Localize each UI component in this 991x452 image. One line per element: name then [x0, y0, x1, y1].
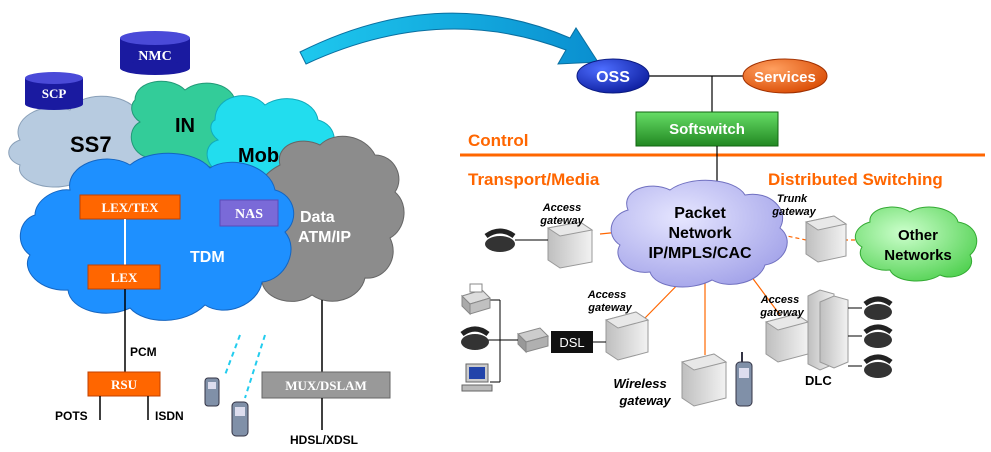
pots-label: POTS — [55, 409, 88, 423]
other-label-line2: Networks — [884, 247, 952, 264]
pcm-label: PCM — [130, 345, 157, 359]
wireless-gateway-line1: Wireless — [613, 376, 666, 391]
wireless-gateway-box — [680, 353, 728, 407]
distributed-label: Distributed Switching — [768, 170, 943, 189]
dsl-modem-icon — [517, 327, 549, 354]
mux-dslam-label: MUX/DSLAM — [285, 378, 367, 393]
access-gateway-1-line2: gateway — [539, 215, 584, 227]
services-label: Services — [754, 69, 816, 86]
rsu-box — [87, 371, 161, 397]
access-gateway-box — [604, 311, 650, 361]
computer-icon — [461, 363, 493, 392]
access-gateway-3-line1: Access — [760, 294, 800, 306]
other-label-line1: Other — [898, 227, 938, 244]
desk-phone-icon — [460, 326, 490, 350]
mux-dslam-box — [261, 371, 391, 399]
packet-label-line1: Packet — [674, 205, 726, 222]
softswitch-label: Softswitch — [669, 121, 745, 138]
transport-label: Transport/Media — [468, 170, 600, 189]
packet-label-line2: Network — [668, 225, 731, 242]
packet-label-line3: IP/MPLS/CAC — [648, 245, 752, 262]
desk-phone-icon — [484, 228, 516, 252]
scp-database: SCP — [25, 72, 83, 110]
dlc-cabinet — [807, 289, 849, 371]
ss7-label: SS7 — [70, 132, 112, 157]
access-gateway-box — [546, 221, 594, 269]
trunk-gateway-line2: gateway — [771, 206, 816, 218]
transition-arrow — [299, 12, 599, 65]
access-gateway-3-line2: gateway — [759, 307, 804, 319]
nas-label: NAS — [235, 207, 263, 222]
mobile-phone-icon — [735, 352, 753, 407]
tdm-label: TDM — [190, 249, 225, 266]
scp-label: SCP — [42, 86, 67, 101]
services-node — [742, 58, 828, 94]
mobile-phone-icon — [204, 377, 220, 407]
data-label-line1: Data — [300, 209, 335, 226]
desk-phone-icon — [863, 324, 893, 348]
desk-phone-icon — [863, 296, 893, 320]
packet-network-cloud — [610, 179, 788, 288]
dsl-label: DSL — [559, 335, 584, 350]
softswitch-box — [635, 111, 779, 147]
access-gateway-2-line2: gateway — [587, 302, 632, 314]
mobile-link-2 — [244, 334, 266, 399]
control-label: Control — [468, 131, 528, 150]
other-networks-cloud — [854, 206, 978, 282]
mobile-link-1 — [224, 334, 241, 376]
mob-label: Mob — [238, 145, 279, 167]
hdsl-label: HDSL/XDSL — [290, 433, 358, 447]
fax-icon — [461, 283, 491, 316]
lex-tex-box — [79, 194, 181, 220]
nmc-label: NMC — [138, 49, 171, 64]
in-label: IN — [175, 115, 195, 137]
lex-box — [87, 264, 161, 290]
lex-tex-label: LEX/TEX — [101, 200, 159, 215]
rsu-label: RSU — [111, 377, 138, 392]
nmc-database: NMC — [120, 31, 190, 75]
access-gateway-2-line1: Access — [587, 289, 627, 301]
data-label-line2: ATM/IP — [298, 229, 351, 246]
trunk-gateway-line1: Trunk — [777, 193, 808, 205]
dlc-label: DLC — [805, 373, 832, 388]
access-gateway-1-line1: Access — [542, 202, 582, 214]
oss-label: OSS — [596, 69, 630, 86]
nas-box — [219, 199, 279, 227]
dsl-box — [551, 331, 593, 353]
wireless-gateway-line2: gateway — [618, 393, 671, 408]
desk-phone-icon — [863, 354, 893, 378]
access-gateway-box — [764, 313, 810, 363]
isdn-label: ISDN — [155, 409, 184, 423]
trunk-gateway-box — [804, 215, 848, 263]
lex-label: LEX — [111, 270, 138, 285]
oss-node — [576, 58, 650, 94]
mobile-phone-icon — [231, 401, 249, 437]
